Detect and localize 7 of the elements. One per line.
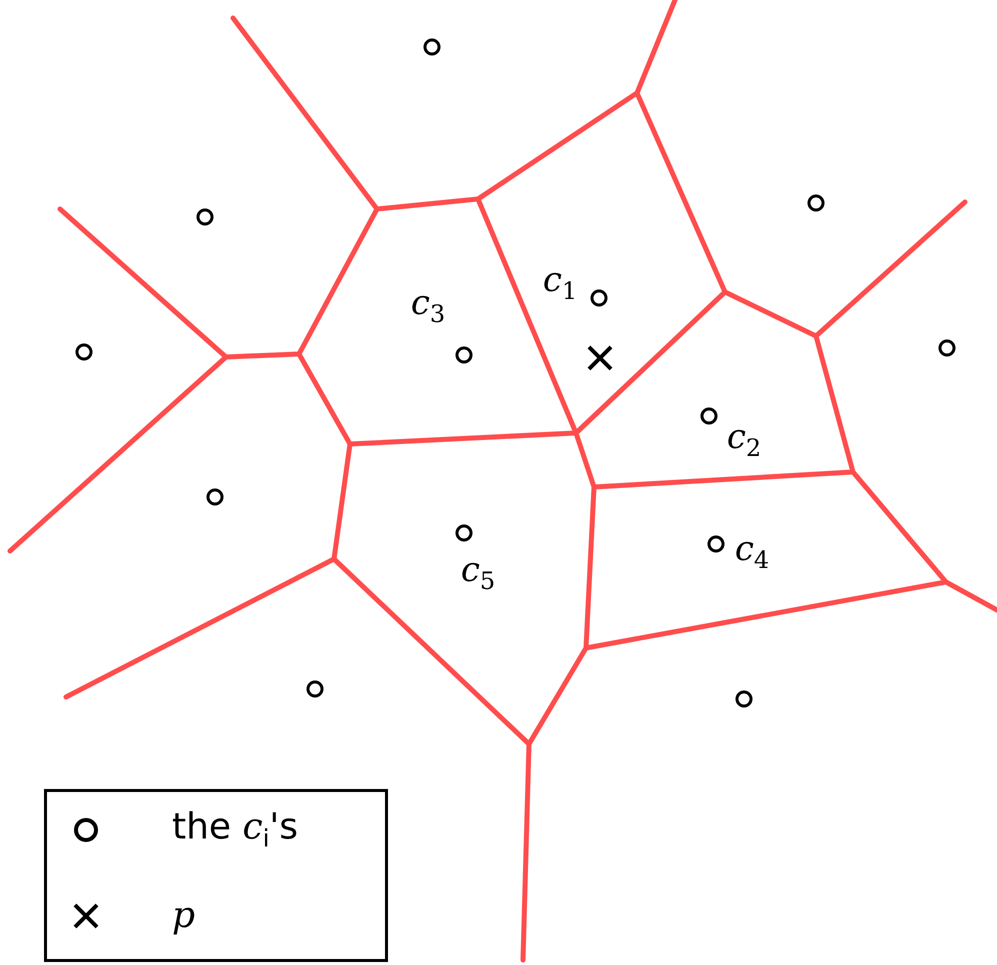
site-label: c$_{5}$ — [460, 553, 496, 593]
site-label: c$_{3}$ — [410, 286, 446, 326]
legend-text: p — [172, 898, 196, 934]
site-label: c$_{4}$ — [734, 532, 770, 572]
legend-text: the c$_{i}$'s — [172, 809, 298, 851]
site-label: c$_{1}$ — [542, 263, 578, 303]
site-label: c$_{2}$ — [726, 420, 762, 460]
